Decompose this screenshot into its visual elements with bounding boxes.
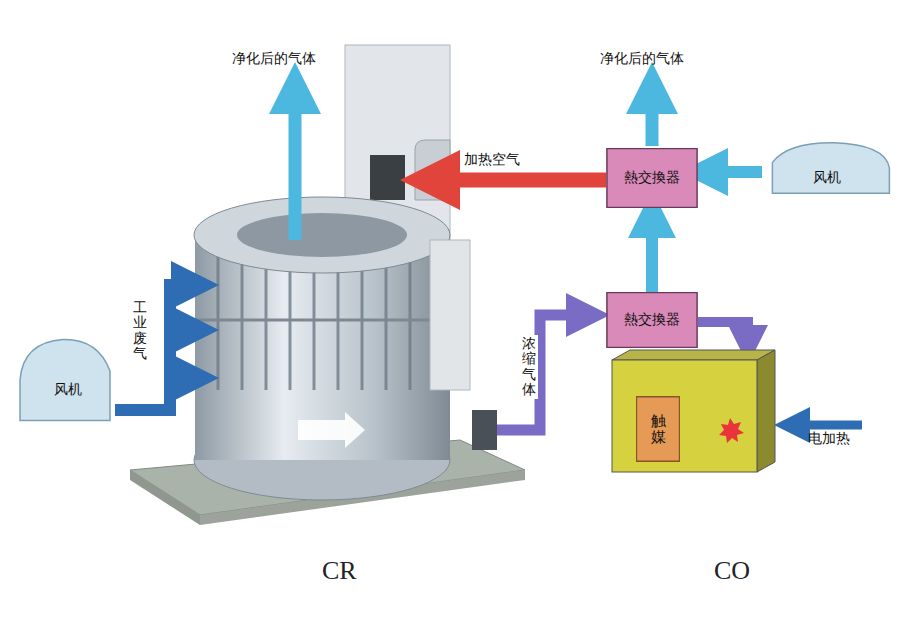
catalyst-block: 触媒 [636,396,680,462]
flow-arrow [704,166,762,178]
fan: 风机 [18,335,118,425]
node-text: 熱交換器 [624,169,680,187]
node-text: 风机 [813,169,841,187]
fan: 风机 [762,140,892,196]
flow-arrow [646,214,658,292]
flow-label: 加热空气 [462,150,522,170]
unit-label: CR [322,556,357,586]
heat-exchanger: 熱交換器 [606,292,698,348]
unit-label: CO [714,556,750,586]
node-text: 触媒 [651,413,666,446]
flow-label: 浓缩气体 [520,335,538,399]
outlet-label: 净化后的气体 [600,50,684,68]
node-text: 熱交換器 [624,311,680,329]
fan-shape [18,335,118,425]
node-text: 风机 [54,381,82,399]
flow-label: 电加热 [808,430,850,448]
flow-label: 工业废气 [133,300,147,362]
heat-exchanger: 熱交換器 [606,148,698,208]
outlet-label: 净化后的气体 [232,50,316,68]
fan-shape [762,140,892,196]
